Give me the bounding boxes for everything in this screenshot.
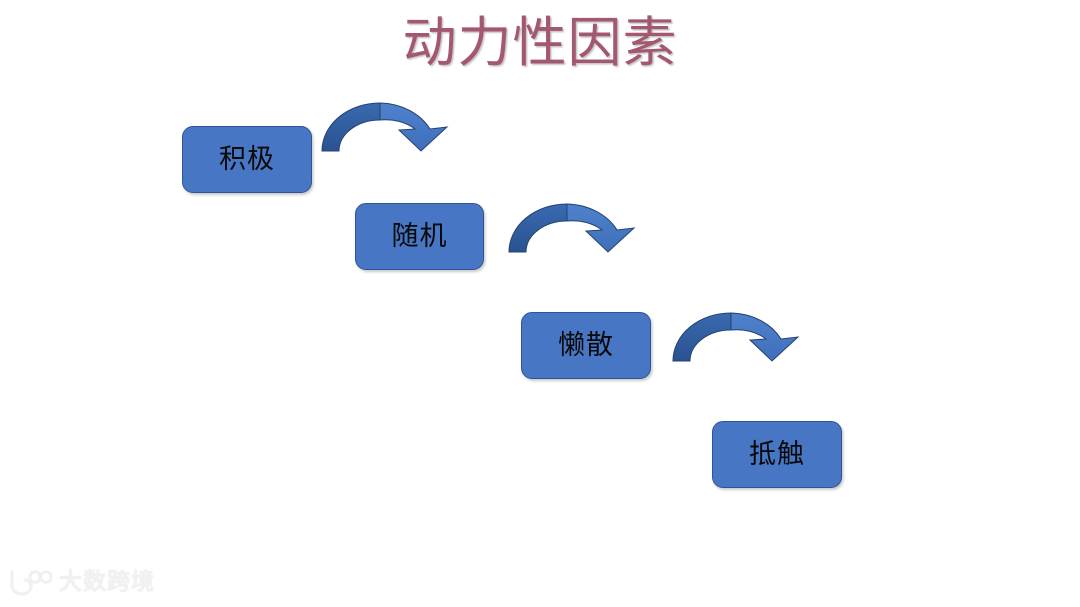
watermark: 大数跨境 (8, 565, 155, 599)
infinity-logo-icon (10, 570, 52, 596)
watermark-label: 大数跨境 (59, 569, 155, 595)
process-box-label: 懒散 (558, 329, 614, 361)
process-box-step-2[interactable]: 随机 (355, 203, 484, 270)
process-box-label: 抵触 (749, 438, 805, 470)
process-box-step-1[interactable]: 积极 (182, 126, 312, 193)
process-box-label: 积极 (219, 143, 275, 175)
curved-arrow-icon-3 (671, 309, 801, 362)
curved-arrow-icon-2 (507, 200, 637, 253)
process-box-step-4[interactable]: 抵触 (712, 421, 842, 488)
curved-arrow-icon-1 (320, 99, 450, 152)
process-box-step-3[interactable]: 懒散 (521, 312, 651, 379)
page-title: 动力性因素 (402, 11, 678, 74)
process-box-label: 随机 (391, 220, 448, 252)
